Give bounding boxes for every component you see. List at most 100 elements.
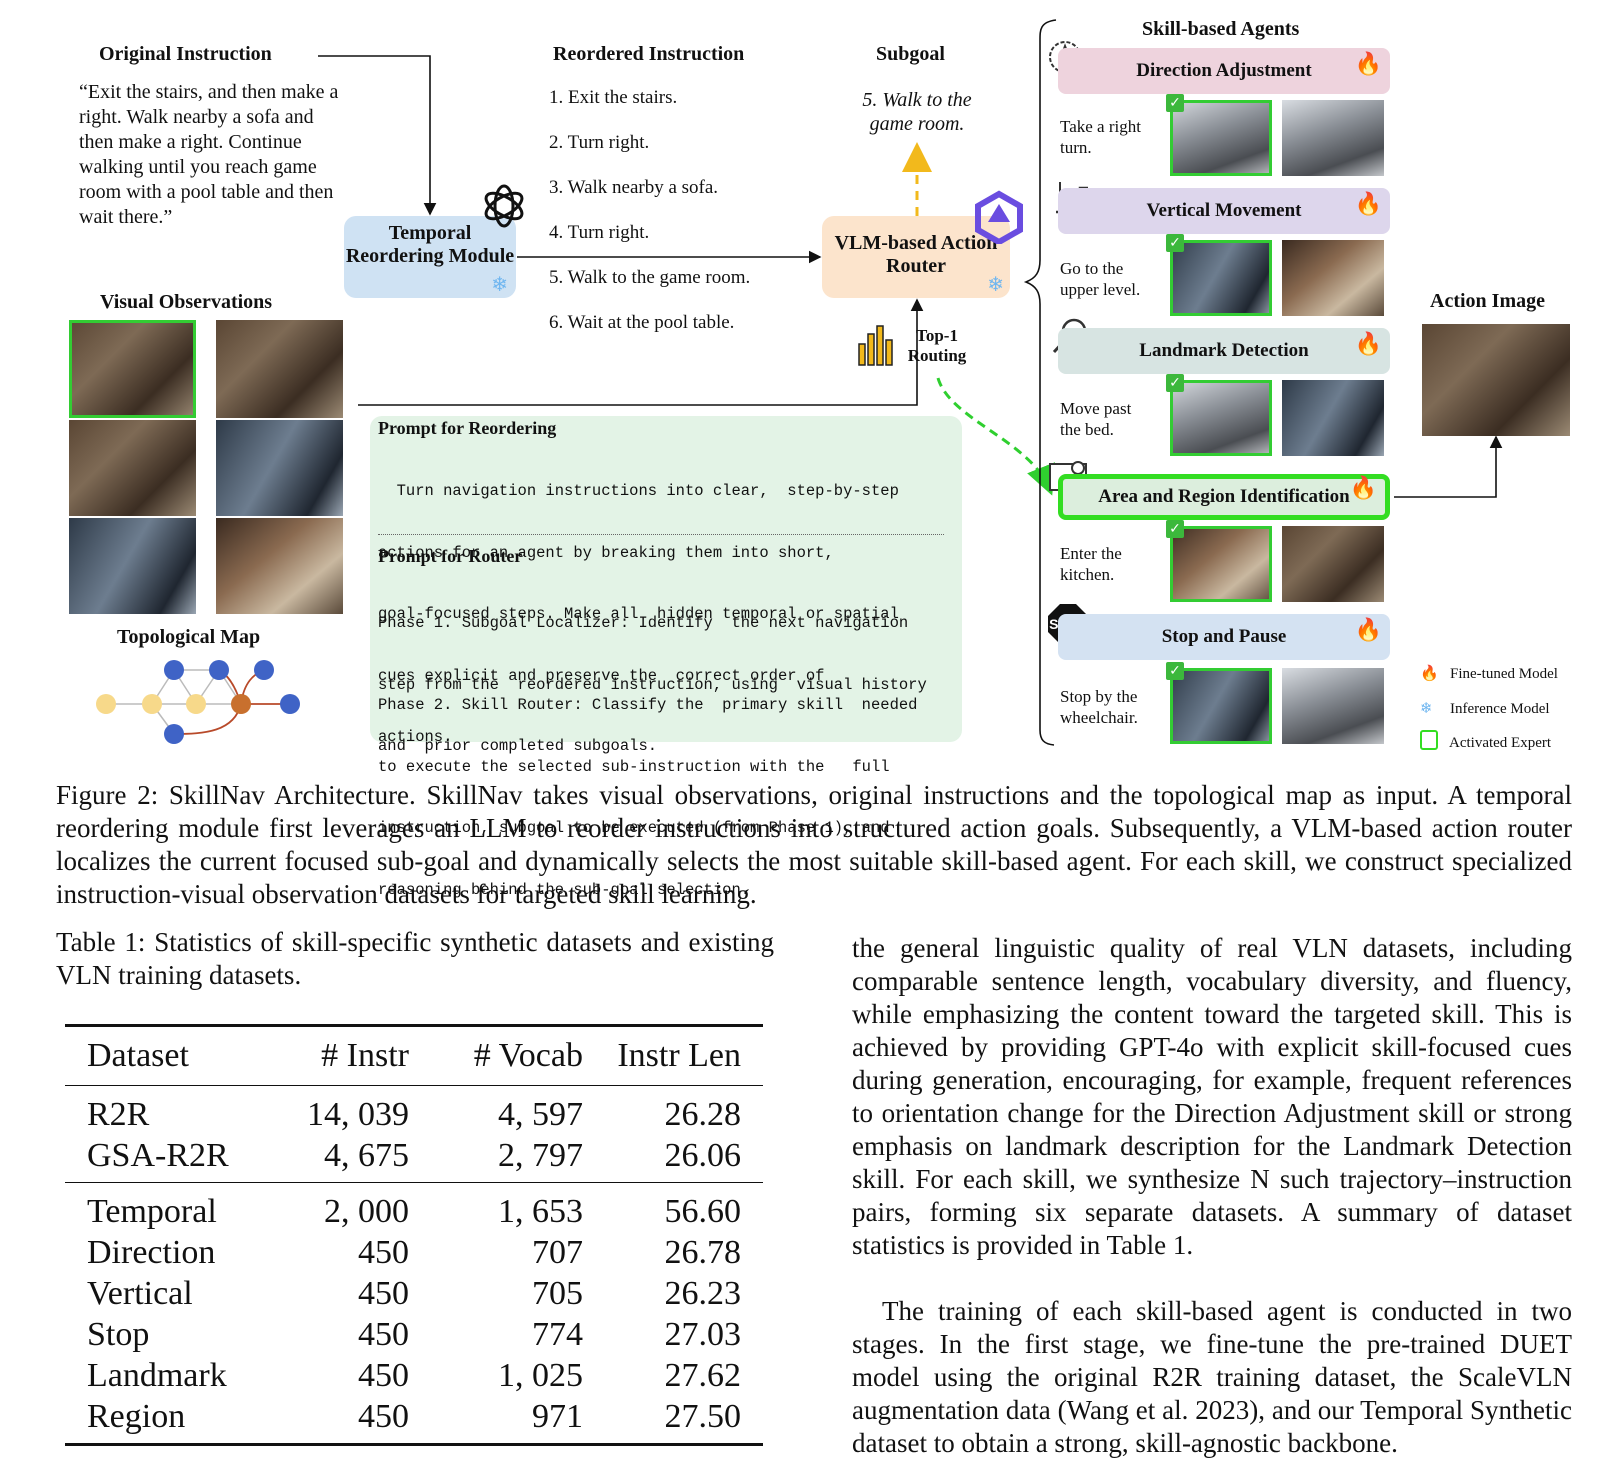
table-header: # Vocab [473, 1037, 583, 1074]
table-cell: 774 [532, 1315, 583, 1353]
check-icon: ✓ [1166, 234, 1184, 252]
table-cell: 450 [358, 1356, 409, 1394]
table-header-row: Dataset # Instr # Vocab Instr Len [65, 1027, 763, 1085]
prompt-line: goal-focused steps. Make all hidden temp… [378, 605, 899, 623]
skill-area-region-identification: Area and Region Identification 🔥 [1058, 474, 1390, 520]
bar-chart-icon [858, 325, 893, 366]
table-cell: 27.03 [664, 1315, 742, 1353]
table-cell: 450 [358, 1397, 409, 1435]
observation-image [69, 320, 196, 418]
skill-instruction: Stop by the wheelchair. [1060, 687, 1138, 727]
skill-agents-title: Skill-based Agents [1142, 18, 1300, 40]
skill-landmark-detection: Landmark Detection 🔥 [1058, 328, 1390, 374]
visual-observations-title: Visual Observations [100, 291, 273, 313]
table-cell: 14, 039 [307, 1095, 409, 1133]
table-rule-top [65, 1024, 763, 1027]
paragraph-text: the general linguistic quality of real V… [852, 933, 1572, 1260]
table-cell: Landmark [87, 1356, 227, 1394]
check-icon: ✓ [1166, 94, 1184, 112]
skill-image [1170, 240, 1272, 316]
check-icon: ✓ [1166, 662, 1184, 680]
fire-icon: 🔥 [1354, 332, 1382, 357]
skill-name: Area and Region Identification [1098, 486, 1350, 507]
table-rule-bottom [65, 1443, 763, 1446]
subgoal-title: Subgoal [876, 43, 945, 65]
temporal-reordering-module: Temporal Reordering Module ❄ [344, 216, 516, 298]
temporal-module-label: Temporal Reordering Module [345, 222, 515, 267]
table-cell: 707 [532, 1233, 583, 1271]
prompt-reordering-title: Prompt for Reordering [378, 418, 557, 438]
table-cell: Vertical [87, 1274, 193, 1312]
table-cell: 27.50 [664, 1397, 742, 1435]
table-cell: Temporal [87, 1192, 217, 1230]
openai-logo-icon [484, 184, 524, 228]
table-header: Dataset [87, 1037, 189, 1074]
skill-image [1170, 380, 1272, 456]
fire-icon: 🔥 [1354, 618, 1382, 643]
table-cell: Region [87, 1397, 186, 1435]
table-cell: 1, 025 [498, 1356, 583, 1394]
prompt-line: instruction, subgoal to be executed (fro… [378, 819, 890, 837]
skill-name: Vertical Movement [1146, 200, 1302, 221]
topological-map [96, 660, 300, 744]
table-cell: 4, 675 [324, 1136, 409, 1174]
table-cell: 450 [358, 1274, 409, 1312]
observation-image [69, 518, 196, 614]
prompt-line: Phase 1. Subgoal Localizer: Identify the… [378, 614, 909, 632]
fire-icon: 🔥 [1420, 664, 1439, 682]
prompt-line: Turn navigation instructions into clear,… [378, 482, 899, 500]
table-rule [65, 1182, 763, 1183]
original-instruction-title: Original Instruction [99, 43, 272, 65]
action-image [1422, 324, 1570, 436]
skill-vertical-movement: Vertical Movement 🔥 [1058, 188, 1390, 234]
table-header: # Instr [321, 1037, 409, 1074]
table-cell: 26.23 [664, 1274, 742, 1312]
snowflake-icon: ❄ [987, 272, 1004, 296]
snowflake-icon: ❄ [491, 272, 508, 296]
observation-image [69, 420, 196, 516]
prompt-router-phase2: Phase 2. Skill Router: Classify the prim… [378, 654, 918, 941]
table-cell: 2, 000 [324, 1192, 409, 1230]
prompt-line: reasoning behind the sub-goal selection. [378, 880, 751, 899]
table-row: Region 450 971 27.50 [65, 1396, 763, 1437]
reordered-step: 5. Walk to the game room. [549, 267, 751, 288]
figure-caption: Figure 2: SkillNav Architecture. SkillNa… [56, 780, 1572, 909]
legend-label: Activated Expert [1449, 735, 1552, 751]
table-cell: 971 [532, 1397, 583, 1435]
prompt-divider [378, 534, 944, 535]
table-cell: Stop [87, 1315, 150, 1353]
prompt-line: step from the reordered instruction, usi… [378, 675, 927, 694]
skill-image [1282, 526, 1384, 602]
legend-item: Activated Expert [1420, 726, 1558, 760]
qwen-logo-icon [975, 190, 1023, 244]
prompt-router-title: Prompt for Router [378, 546, 523, 566]
skill-image [1170, 668, 1272, 744]
prompt-line: and prior completed subgoals. [378, 737, 658, 755]
table-cell: 705 [532, 1274, 583, 1312]
table-cell: 450 [358, 1233, 409, 1271]
figure-connectors [318, 19, 1503, 746]
subgoal-text: 5. Walk to the game room. [862, 89, 972, 135]
skill-name: Landmark Detection [1139, 340, 1309, 361]
paragraph-text: The training of each skill-based agent i… [852, 1296, 1572, 1458]
original-instruction-text: “Exit the stairs, and then make a right.… [79, 81, 339, 228]
router-label: VLM-based Action Router [834, 232, 998, 277]
prompt-router-phase1: Phase 1. Subgoal Localizer: Identify the… [378, 572, 927, 798]
table-cell: 26.06 [664, 1136, 742, 1174]
green-box-icon [1420, 730, 1438, 750]
legend-label: Fine-tuned Model [1450, 666, 1558, 682]
skill-image [1282, 380, 1384, 456]
prompt-line: Phase 2. Skill Router: Classify the prim… [378, 696, 918, 714]
skill-direction-adjustment: Direction Adjustment 🔥 [1058, 48, 1390, 94]
action-image-title: Action Image [1430, 290, 1545, 312]
skill-instruction: Take a right turn. [1060, 117, 1141, 157]
prompt-reordering-text: Turn navigation instructions into clear,… [378, 440, 962, 789]
skill-instruction: Go to the upper level. [1060, 259, 1141, 299]
legend: 🔥Fine-tuned Model ❄Inference Model Activ… [1420, 656, 1558, 760]
prompt-line: actions. [378, 728, 453, 746]
